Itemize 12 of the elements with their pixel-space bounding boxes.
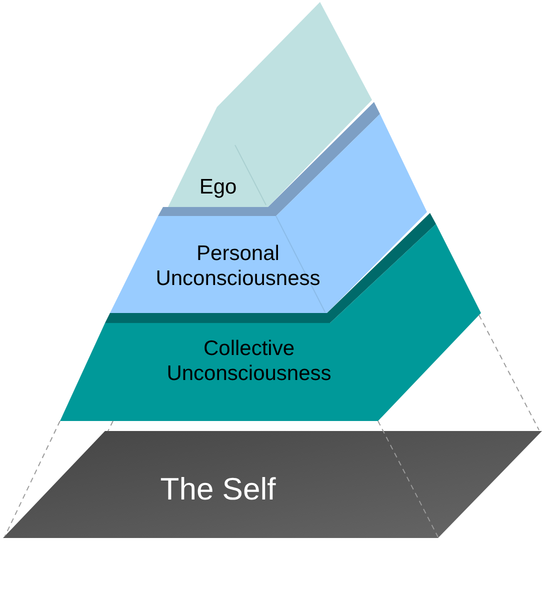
guide-line <box>478 314 540 430</box>
guide-line <box>378 420 438 538</box>
layer-label: Ego <box>199 174 237 200</box>
guide-line <box>108 420 114 432</box>
layer-label: Personal Unconsciousness <box>154 240 322 292</box>
layer-label: Collective Unconsciousness <box>166 336 332 386</box>
base-slab <box>2 430 542 539</box>
pyramid-layer <box>166 1 374 209</box>
guide-line <box>4 420 60 536</box>
pyramid-layer <box>58 211 483 423</box>
layer-label: The Self <box>160 470 276 508</box>
pyramid-layer <box>108 100 430 315</box>
